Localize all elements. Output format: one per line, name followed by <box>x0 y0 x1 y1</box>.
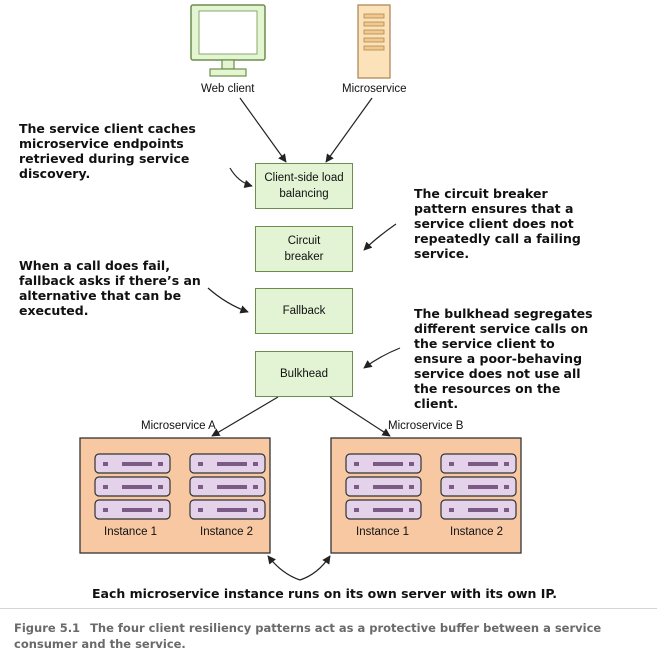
instance-note-arrow-left <box>267 555 301 581</box>
fallback-label: Fallback <box>282 305 326 317</box>
microservice-b-label: Microservice B <box>388 420 464 432</box>
instance-note: Each microservice instance runs on its o… <box>92 586 558 601</box>
server-rack-icon <box>440 453 517 520</box>
fallback-box: Fallback <box>255 288 353 334</box>
bulkhead-note-arrow <box>363 347 401 369</box>
bulkhead-to-b-arrow <box>329 396 391 437</box>
bulkhead-label: Bulkhead <box>280 368 328 380</box>
microservice-b-group <box>330 437 522 554</box>
microservice-label: Microservice <box>342 83 407 95</box>
microservice-a-group <box>79 437 271 554</box>
caption-text: The four client resiliency patterns act … <box>14 621 602 651</box>
circuit-breaker-label: Circuit breaker <box>284 235 324 263</box>
bulkhead-box: Bulkhead <box>255 351 353 397</box>
circuit-breaker-note: The circuit breaker pattern ensures that… <box>414 186 581 261</box>
b-instance-1-label: Instance 1 <box>356 526 410 538</box>
instance-note-arrow-right <box>299 555 331 581</box>
a-instance-2-label: Instance 2 <box>200 526 254 538</box>
web-client-label: Web client <box>201 83 255 95</box>
server-rack-icon <box>94 453 171 520</box>
load-balancing-box: Client-side load balancing <box>255 163 353 209</box>
microservice-a-label: Microservice A <box>141 420 216 432</box>
fallback-note: When a call does fail, fallback asks if … <box>19 258 201 318</box>
circuit-note-arrow <box>363 223 397 251</box>
circuit-breaker-box: Circuit breaker <box>255 226 353 272</box>
bulkhead-note: The bulkhead segregates different servic… <box>414 306 593 411</box>
figure-number: Figure 5.1 <box>14 621 81 635</box>
b-instance-2-label: Instance 2 <box>450 526 504 538</box>
load-balancing-label: Client-side load balancing <box>264 172 344 200</box>
server-tower-icon <box>357 4 391 79</box>
web-client-arrow <box>239 97 287 163</box>
caption-divider <box>0 608 657 609</box>
service-client-caches-note: The service client caches microservice e… <box>19 121 196 181</box>
bulkhead-to-a-arrow <box>211 396 279 437</box>
microservice-arrow <box>325 97 373 163</box>
cache-note-arrow <box>229 167 253 188</box>
a-instance-1-label: Instance 1 <box>104 526 158 538</box>
server-rack-icon <box>189 453 266 520</box>
monitor-icon <box>190 4 266 77</box>
server-rack-icon <box>345 453 422 520</box>
fallback-note-arrow <box>207 287 249 314</box>
